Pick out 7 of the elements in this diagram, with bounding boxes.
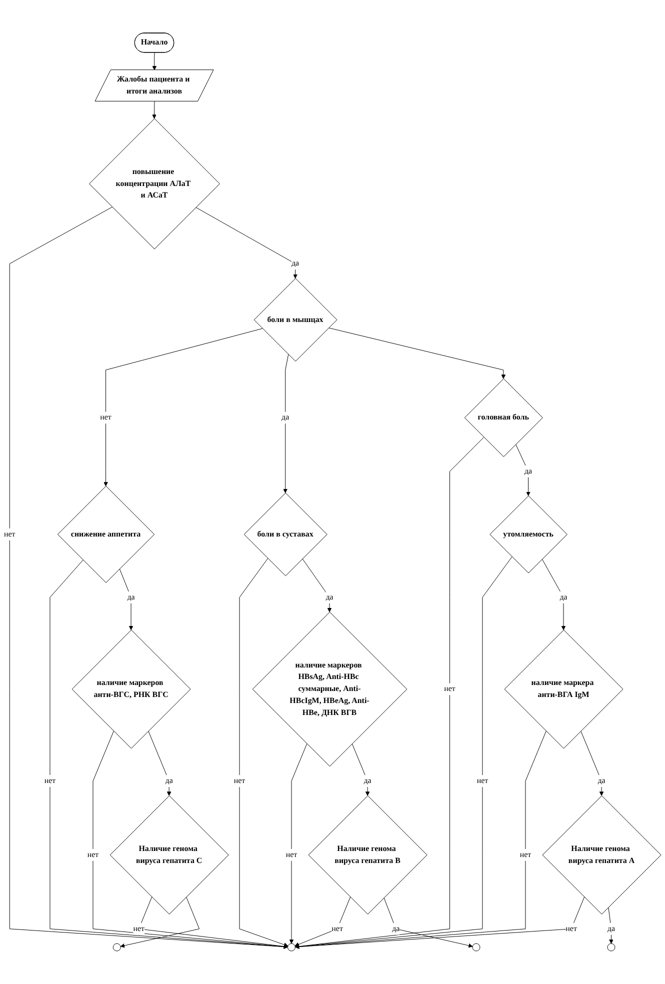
arrow [104,328,263,486]
arrow [542,558,566,630]
node-circle [112,943,121,952]
node-circle [607,943,616,952]
arrow [295,730,546,949]
node-circle [472,943,480,952]
node-circle [288,943,296,952]
